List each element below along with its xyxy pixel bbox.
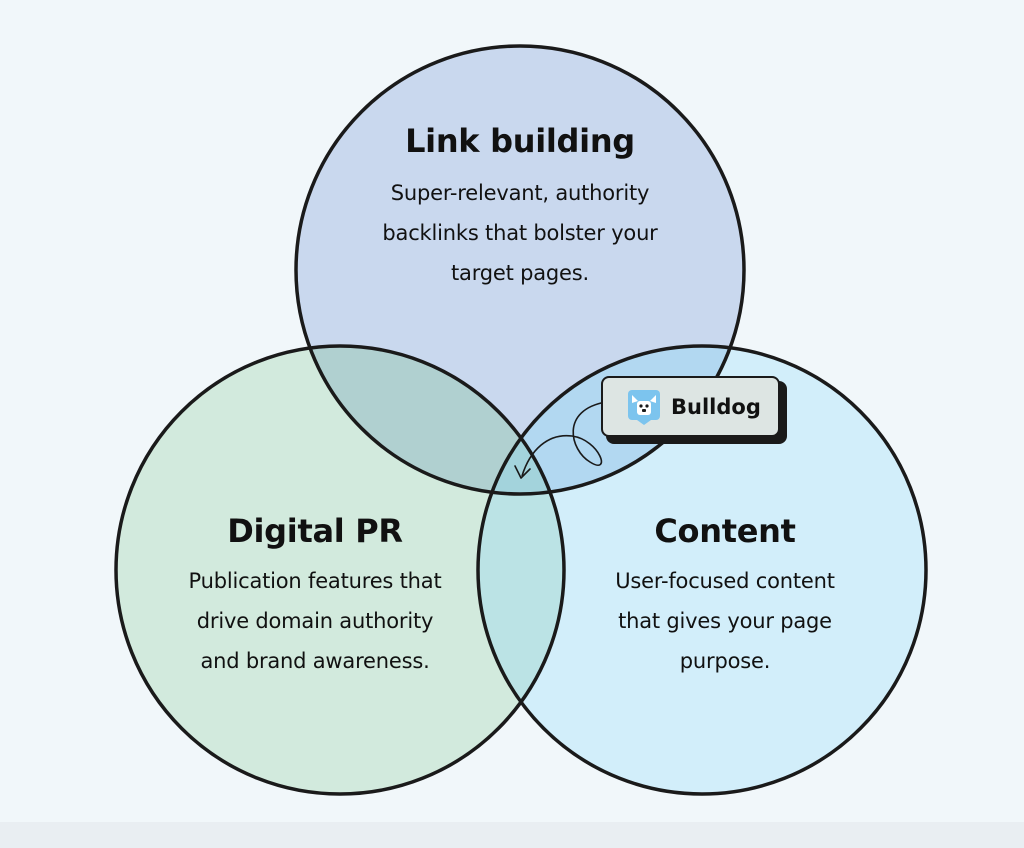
bulldog-badge-label: Bulldog bbox=[671, 394, 761, 419]
pointer-arrow-line bbox=[521, 401, 607, 477]
page-footer-strip bbox=[0, 822, 1024, 848]
bulldog-logo-icon bbox=[628, 389, 660, 425]
link-building-label: Link building Super-relevant, authority … bbox=[300, 122, 740, 293]
link-building-title: Link building bbox=[405, 122, 635, 160]
pointer-arrowhead-icon bbox=[514, 465, 531, 479]
content-label: Content User-focused content that gives … bbox=[560, 512, 890, 681]
content-outline bbox=[476, 344, 928, 796]
digital-pr-label: Digital PR Publication features that dri… bbox=[140, 512, 490, 681]
link-building-outline bbox=[294, 44, 746, 496]
digital-pr-description: Publication features that drive domain a… bbox=[188, 569, 442, 673]
content-title: Content bbox=[654, 512, 796, 550]
overlap-linkbuilding-content bbox=[478, 346, 744, 494]
link-building-description: Super-relevant, authority backlinks that… bbox=[382, 181, 658, 285]
digital-pr-outline bbox=[114, 344, 566, 796]
circle-outlines bbox=[114, 44, 928, 796]
overlap-linkbuilding-digitalpr bbox=[296, 346, 564, 494]
bulldog-badge: Bulldog bbox=[601, 376, 780, 437]
digital-pr-title: Digital PR bbox=[227, 512, 403, 550]
content-description: User-focused content that gives your pag… bbox=[615, 569, 835, 673]
